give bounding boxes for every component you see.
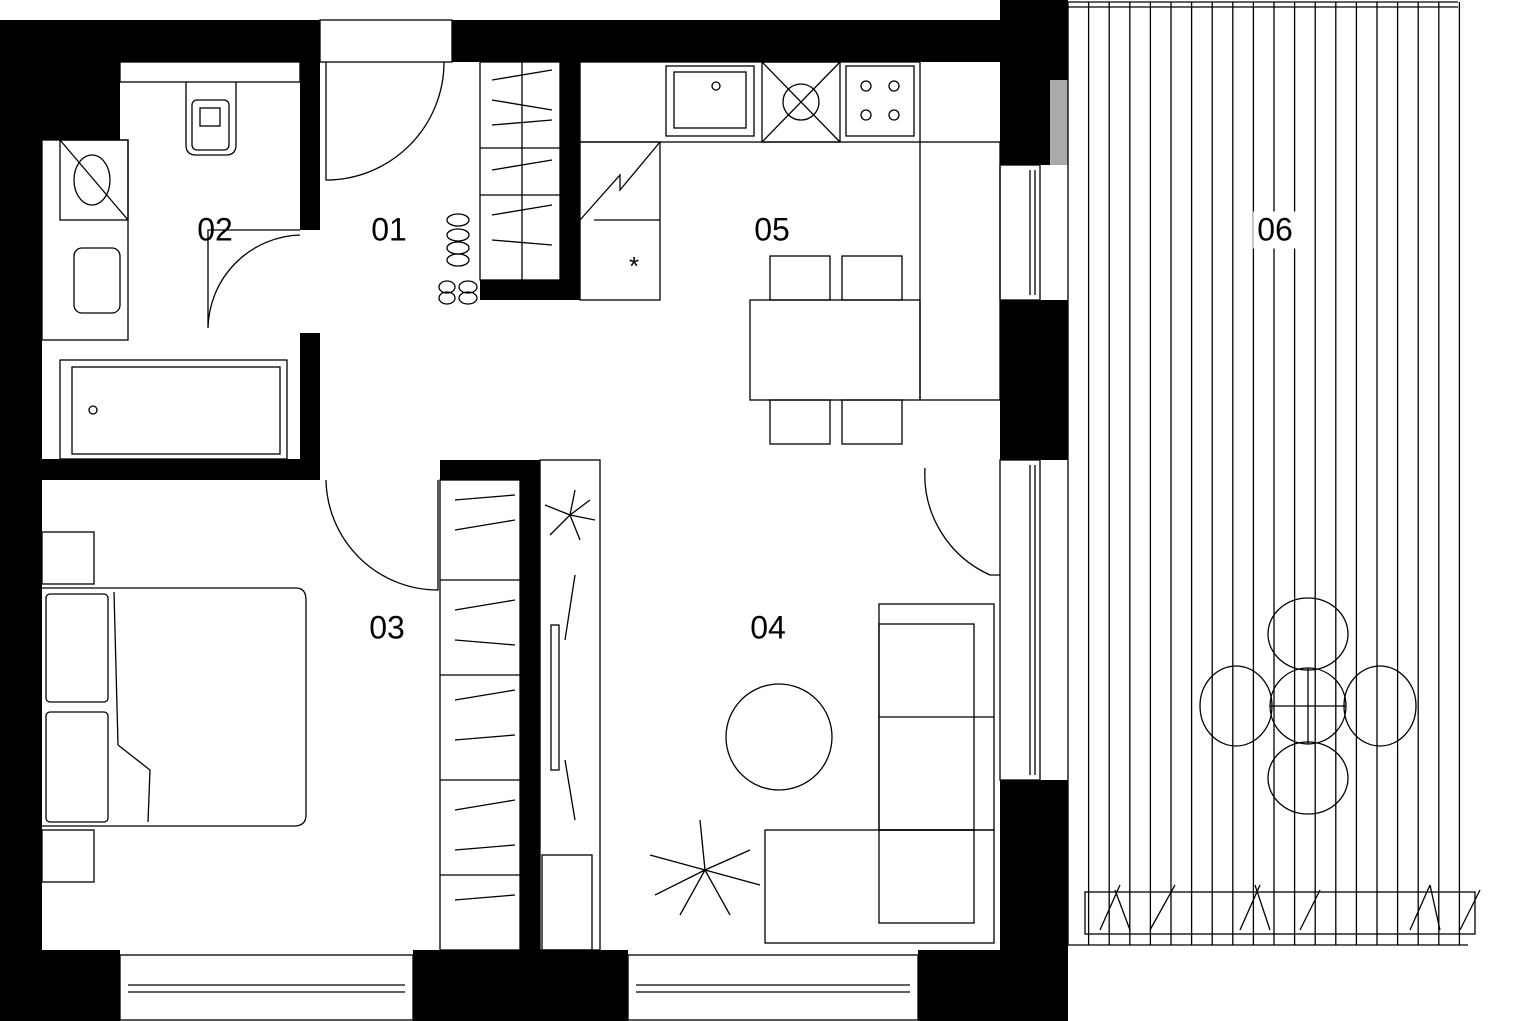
living-room (539, 459, 995, 951)
room-label-06: 06 (1253, 211, 1297, 249)
dining-table (749, 255, 921, 445)
terrace-table (1199, 597, 1417, 815)
fridge-icon: * (629, 251, 639, 281)
room-label-03: 03 (369, 609, 405, 646)
room-label-01: 01 (371, 211, 407, 248)
shoes-icon (438, 213, 478, 305)
walls (0, 0, 1068, 1021)
room-label-02: 02 (197, 211, 233, 248)
planter (1084, 884, 1481, 935)
terrace-decking (1067, 1, 1468, 946)
room-label-05: 05 (754, 211, 790, 248)
bedroom (41, 479, 521, 951)
doors (207, 61, 1000, 591)
bathroom-fixtures (41, 61, 301, 460)
kitchen: * (579, 61, 1001, 401)
entry-closet (438, 61, 561, 305)
plant-icon (544, 489, 761, 916)
room-label-04: 04 (750, 609, 786, 646)
